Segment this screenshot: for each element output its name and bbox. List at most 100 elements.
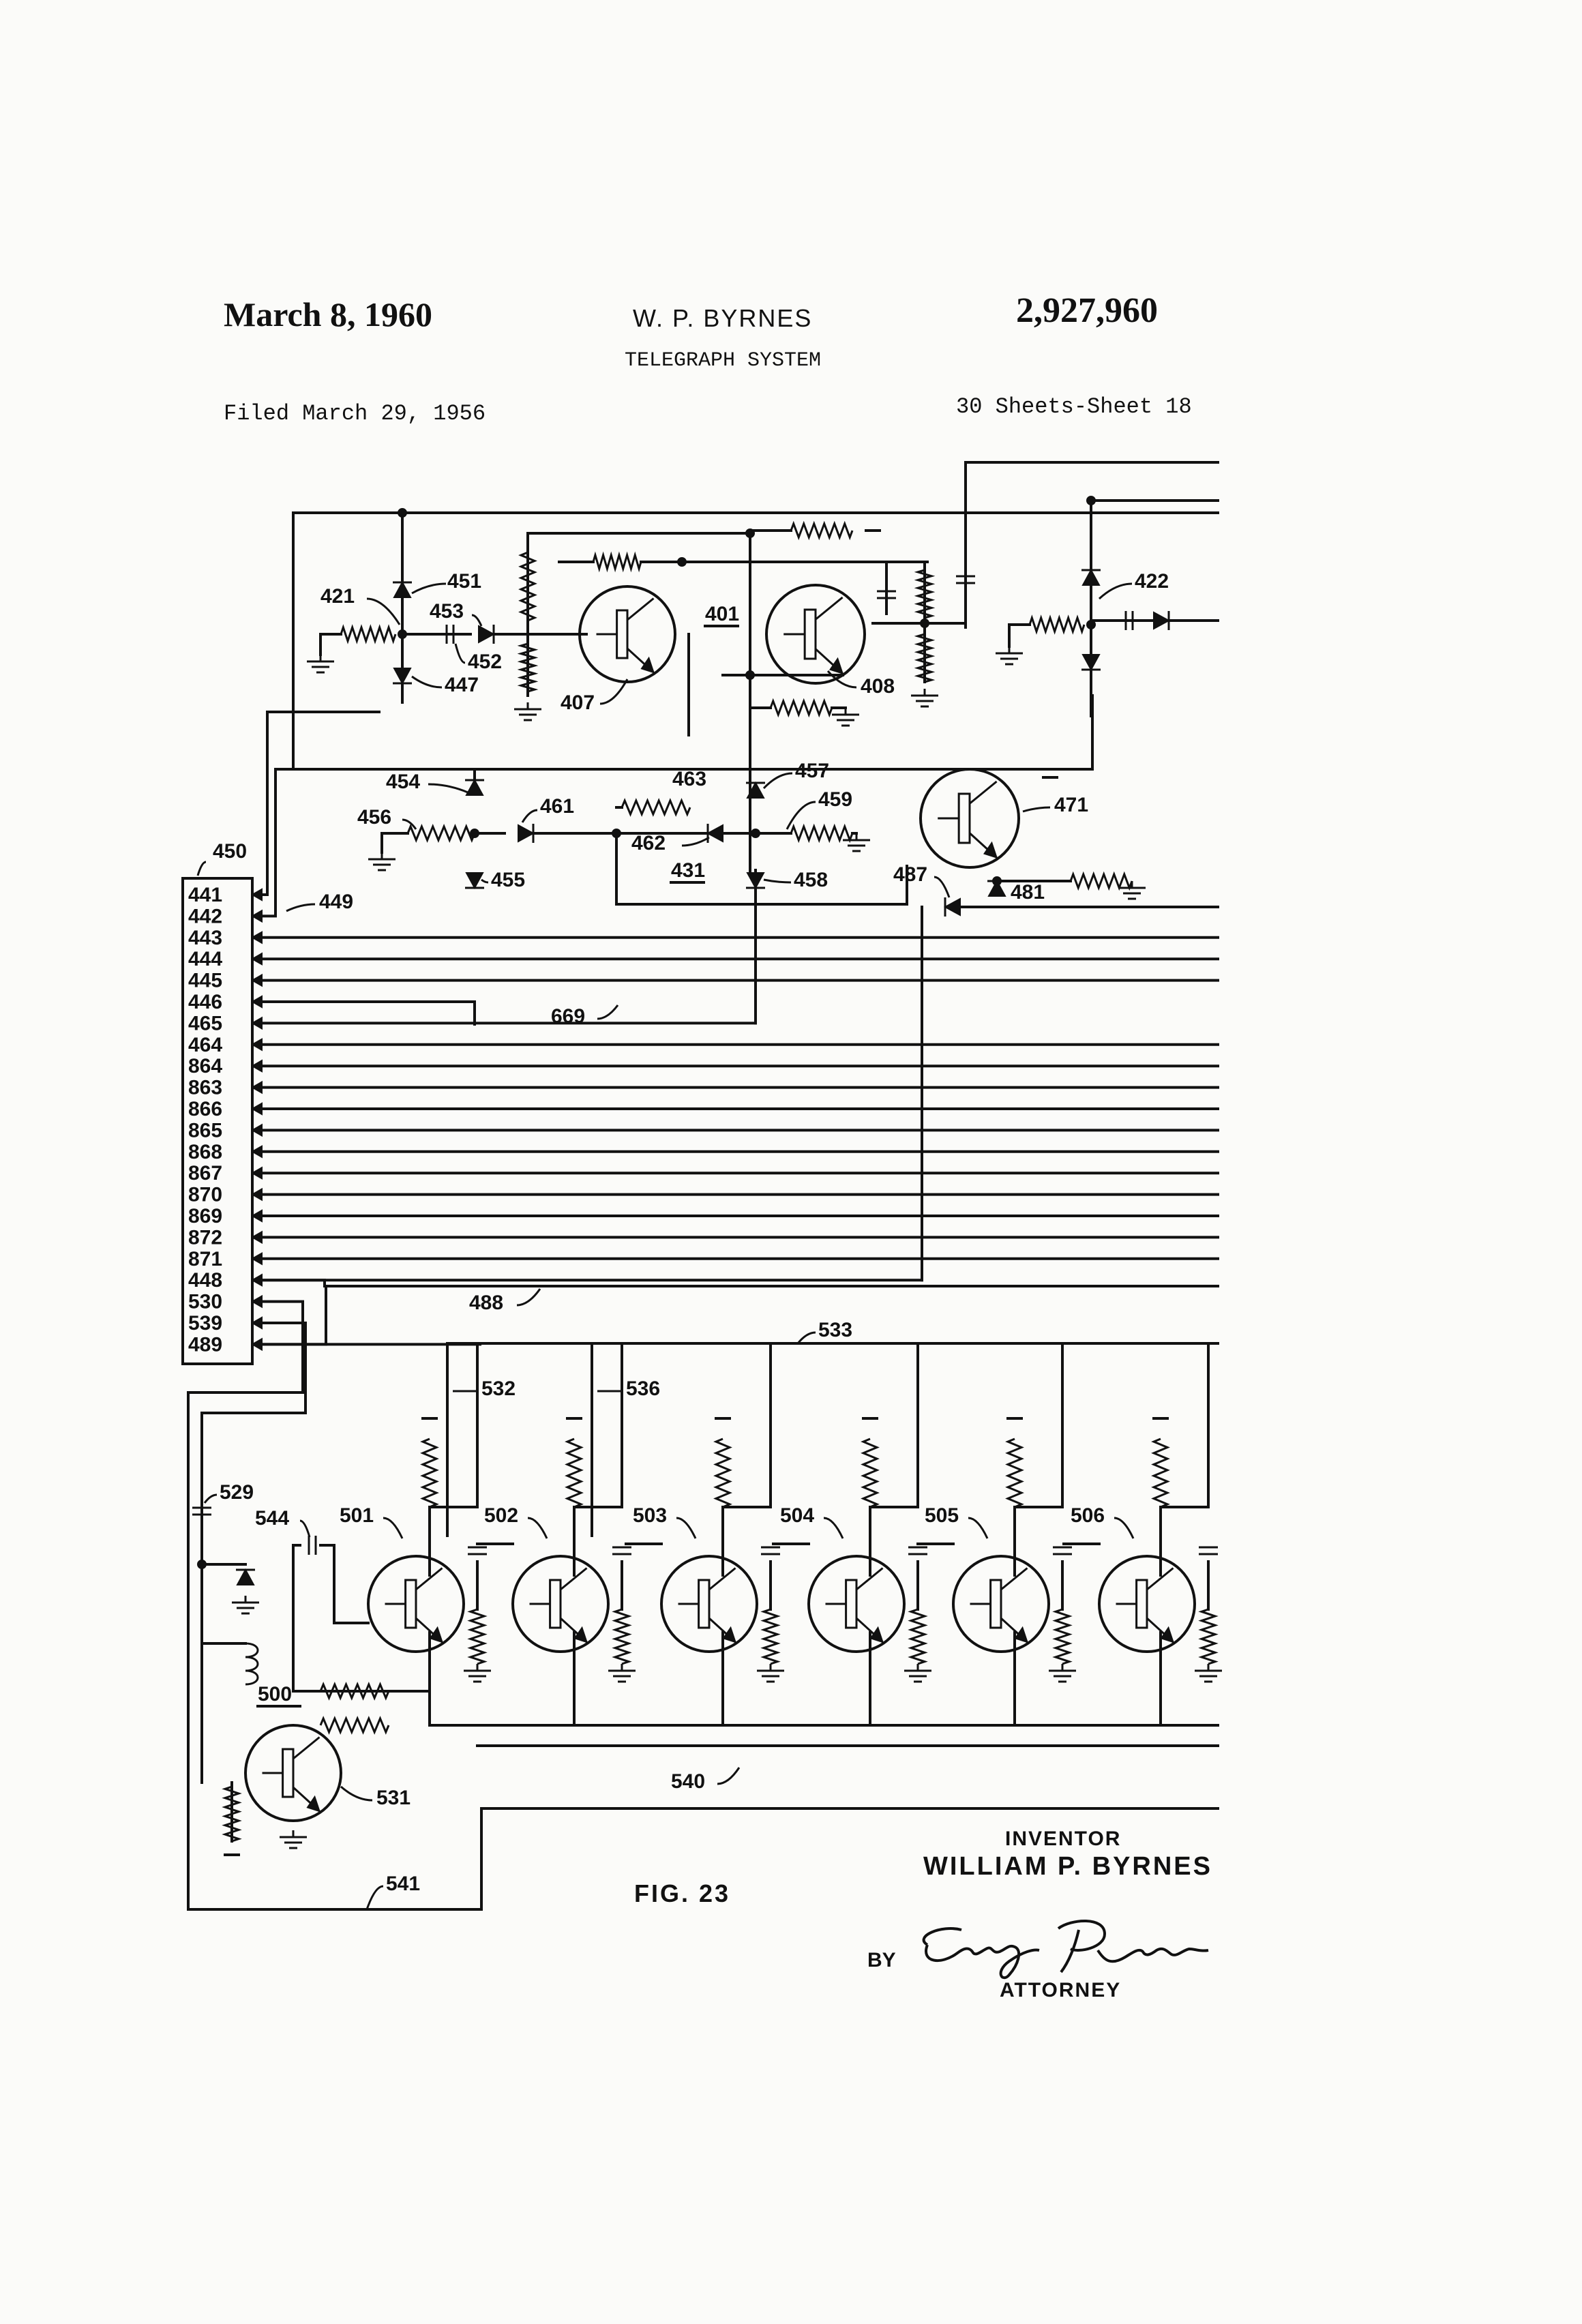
ref-label: 669 [551,1005,585,1028]
terminal-464: 464 [188,1034,222,1056]
terminal-864: 864 [188,1055,222,1077]
wire [292,1544,428,1693]
ref-label: 453 [430,600,464,623]
wire-539 [200,1322,307,1733]
ref-label: 459 [818,788,852,811]
terminal-465: 465 [188,1012,222,1034]
transistor-501 [429,1626,444,1643]
transistor-531 [244,1724,342,1822]
transistor-531 [293,1736,320,1760]
junction-dot [920,619,929,628]
terminal-arrow [250,952,263,966]
leader-line [676,1517,697,1539]
terminal-530: 530 [188,1291,222,1313]
resistor [612,1608,632,1665]
wire-442 [260,694,1094,918]
terminal-539: 539 [188,1312,222,1335]
attorney-label: ATTORNEY [1000,1979,1122,2001]
ref-label: 421 [320,585,355,608]
terminal-446: 446 [188,991,222,1013]
ref-label: 457 [795,760,829,782]
terminal-869: 869 [188,1205,222,1227]
terminal-863: 863 [188,1077,222,1099]
transistor-501 [404,1579,417,1629]
transistor-506 [1135,1579,1148,1629]
transistor-502 [560,1567,588,1591]
ref-label: 431 [671,859,705,882]
diode-461 [518,824,535,843]
diode-422b [1081,654,1101,672]
ref-label: 532 [481,1377,516,1400]
leader-line [1098,582,1133,600]
resistor [1069,871,1133,891]
resistor [592,551,642,573]
resistor [518,551,537,622]
diode [236,1568,255,1585]
ref-label: 544 [255,1507,289,1530]
resistor [420,1437,439,1508]
transistor-471 [983,841,998,859]
terminal-arrow [250,1080,263,1094]
resistor [467,1608,488,1665]
terminal-arrow [250,1187,263,1202]
terminal-444: 444 [188,948,222,970]
resistor-456 [406,824,476,843]
transistor-503 [722,1626,737,1643]
terminal-block-label: 450 [213,840,247,863]
ref-label: 462 [631,832,666,854]
sheet-count: 30 Sheets-Sheet 18 [956,394,1192,419]
terminal-arrow [250,1294,263,1309]
terminal-441: 441 [188,884,222,906]
junction-dot [1086,496,1096,505]
ref-label: 536 [626,1377,660,1400]
leader-line [934,876,951,898]
transistor-505 [952,1555,1050,1653]
leader-line [516,1288,541,1307]
leader-line [366,597,401,625]
figure-label: FIG. 23 [634,1879,731,1907]
leader-line [471,614,483,627]
terminal-arrow [250,1123,263,1137]
transistor-504 [869,1626,884,1643]
ref-label: 533 [818,1319,852,1341]
transistor-502 [549,1579,562,1629]
leader-line [786,801,816,830]
ref-label: 505 [925,1504,959,1527]
diode-452 [478,625,496,644]
transistor-408 [829,657,844,675]
terminal-arrow [250,1209,263,1223]
terminal-arrow [250,973,263,987]
transistor-408 [815,596,844,621]
resistor [1052,1608,1073,1665]
diode-454 [465,778,484,796]
terminal-arrow [250,995,263,1009]
transistor-471 [919,768,1020,869]
ref-label: 481 [1011,881,1045,904]
patent-number: 2,927,960 [1016,291,1158,330]
ref-label: 501 [340,1504,374,1527]
transistor-502 [573,1626,588,1643]
leader-line [823,1517,844,1539]
junction-dot [751,829,760,838]
transistor-504 [807,1555,906,1653]
terminal-arrow [250,1166,263,1180]
resistor-421 [340,624,397,644]
diode-451 [393,580,412,598]
transistor-407 [640,656,655,674]
leader-line [599,679,629,705]
ref-label: 487 [893,863,927,886]
transistor-471 [969,780,998,805]
leader-line [1114,1517,1135,1539]
resistor [1005,1437,1024,1508]
terminal-block [181,877,254,1365]
leader-line [826,670,857,689]
resistor [1151,1437,1170,1508]
ref-label: 529 [220,1481,254,1504]
resistor-463 [621,798,691,817]
leader-line [299,1519,311,1538]
resistor [760,1608,781,1665]
terminal-arrow [250,1038,263,1052]
transistor-506 [1160,1626,1175,1643]
terminal-443: 443 [188,927,222,949]
resistor [790,520,854,541]
